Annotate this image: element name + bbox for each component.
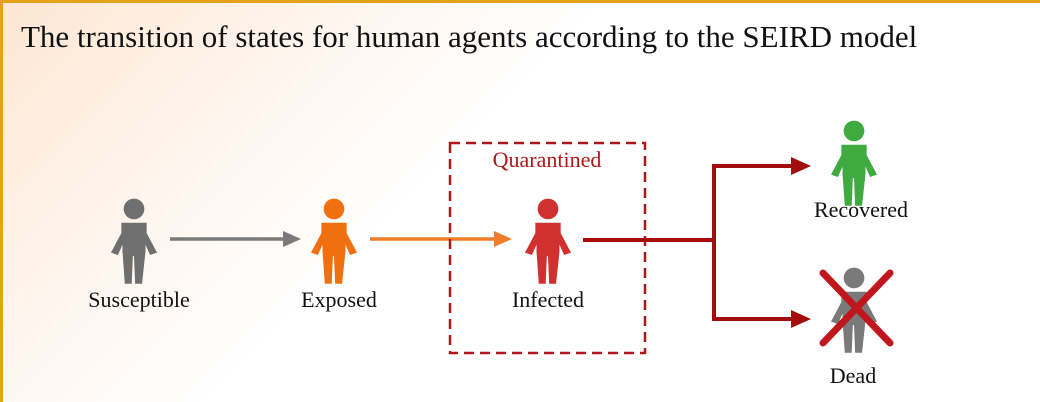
infected-label: Infected bbox=[512, 287, 584, 312]
recovered-state: Recovered bbox=[814, 120, 908, 222]
quarantine-label: Quarantined bbox=[493, 147, 602, 172]
arrow-exposed-to-infected bbox=[370, 231, 512, 247]
seird-diagram: Susceptible Exposed Quarantined Infected bbox=[88, 120, 908, 388]
susceptible-state: Susceptible bbox=[88, 198, 190, 312]
infected-state: Infected bbox=[512, 198, 584, 312]
dead-state: Dead bbox=[819, 267, 894, 388]
arrow-susceptible-to-exposed bbox=[170, 231, 301, 247]
dead-label: Dead bbox=[830, 363, 876, 388]
susceptible-person-icon bbox=[111, 198, 157, 284]
diagram-title: The transition of states for human agent… bbox=[21, 19, 918, 54]
exposed-person-icon bbox=[311, 198, 357, 284]
cross-icon bbox=[819, 269, 894, 347]
exposed-state: Exposed bbox=[301, 198, 377, 312]
quarantine-box: Quarantined bbox=[448, 141, 647, 355]
infected-person-icon bbox=[525, 198, 571, 284]
exposed-label: Exposed bbox=[301, 287, 377, 312]
susceptible-label: Susceptible bbox=[88, 287, 189, 312]
recovered-label: Recovered bbox=[814, 197, 908, 222]
arrow-infected-to-outcomes bbox=[583, 157, 811, 328]
recovered-person-icon bbox=[831, 120, 877, 206]
